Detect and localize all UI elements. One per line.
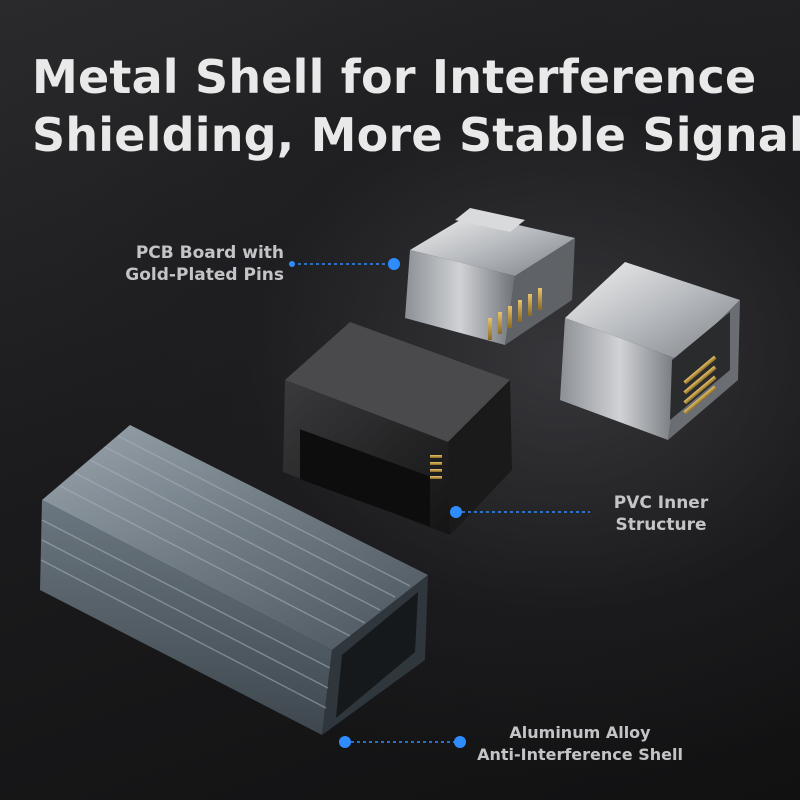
callout-shell-line-2: Anti-Interference Shell xyxy=(477,745,683,764)
callout-pcb-label: PCB Board with Gold-Plated Pins xyxy=(125,242,284,286)
callout-shell-line-1: Aluminum Alloy xyxy=(509,723,651,742)
headline: Metal Shell for Interference Shielding, … xyxy=(32,48,800,164)
callout-pvc-line-1: PVC Inner xyxy=(613,493,709,513)
headline-line-2: Shielding, More Stable Signal xyxy=(32,108,800,162)
callout-pvc-label: PVC Inner Structure xyxy=(596,492,726,536)
callout-pvc-leader xyxy=(450,506,590,518)
rj45-jack-rear xyxy=(405,208,575,345)
pvc-inner-box xyxy=(283,322,512,535)
callout-pcb-line-1: PCB Board with xyxy=(135,243,284,263)
callout-shell-leader xyxy=(339,736,466,748)
callout-shell-label: Aluminum Alloy Anti-Interference Shell xyxy=(468,722,692,766)
callout-pvc-line-2: Structure xyxy=(615,515,707,535)
aluminum-shell xyxy=(40,425,428,735)
callout-pcb-line-2: Gold-Plated Pins xyxy=(125,265,284,285)
callout-pcb-leader xyxy=(289,258,400,270)
headline-line-1: Metal Shell for Interference xyxy=(32,50,757,104)
rj45-jack-front xyxy=(560,262,740,440)
